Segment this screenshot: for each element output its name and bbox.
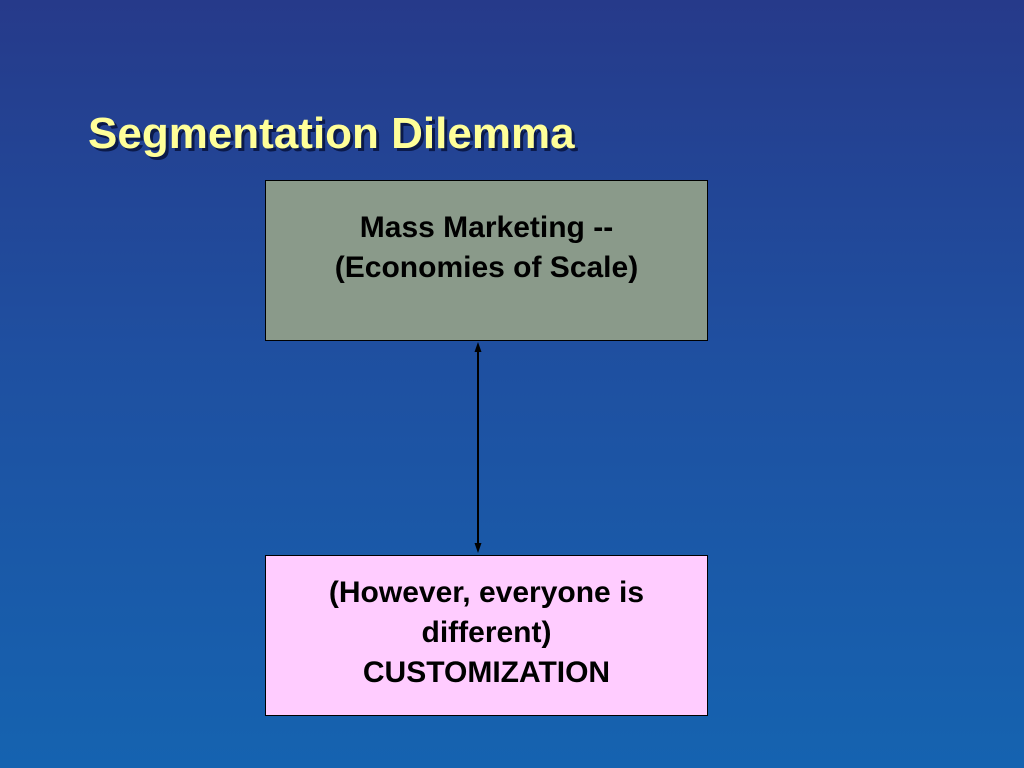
different-label: different) — [421, 615, 552, 649]
mass-marketing-label: Mass Marketing -- — [359, 210, 614, 244]
customization-label: CUSTOMIZATION — [362, 655, 611, 689]
economies-of-scale-label: (Economies of Scale) — [334, 250, 639, 284]
customization-box: (However, everyone is different) CUSTOMI… — [265, 555, 708, 716]
arrowhead-up-icon — [474, 342, 482, 352]
mass-marketing-box: Mass Marketing -- (Economies of Scale) — [265, 180, 708, 341]
arrowhead-down-icon — [474, 543, 482, 553]
however-everyone-label: (However, everyone is — [328, 575, 645, 609]
slide-title: Segmentation Dilemma — [88, 109, 575, 158]
